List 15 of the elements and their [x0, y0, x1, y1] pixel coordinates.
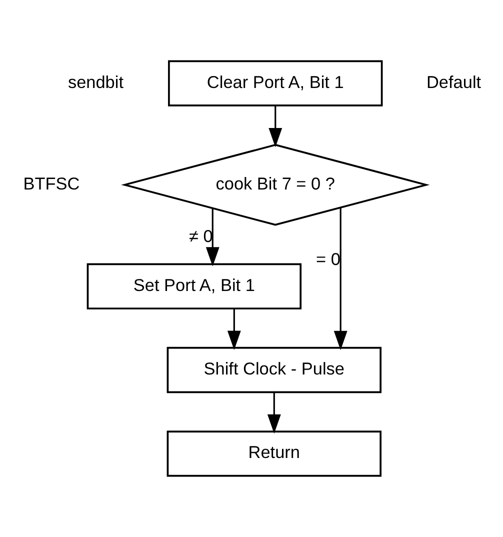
arrow [333, 208, 347, 350]
node-box: Shift Clock - Pulse [166, 346, 381, 394]
arrow [268, 106, 282, 148]
edge-label: ≠ 0 [188, 226, 212, 246]
edge-label: = 0 [316, 248, 340, 269]
node-box: Return [166, 430, 381, 477]
node-label: BTFSC [22, 173, 80, 194]
arrow [266, 392, 280, 434]
node-box: Set Port A, Bit 1 [86, 263, 302, 310]
arrow [226, 308, 240, 350]
node-box: Clear Port A, Bit 1 [168, 60, 382, 106]
arrow [205, 208, 219, 266]
node-label: Default [426, 72, 481, 92]
node-diamond: cook Bit 7 = 0 ? [120, 144, 430, 226]
node-label: sendbit [67, 72, 124, 92]
